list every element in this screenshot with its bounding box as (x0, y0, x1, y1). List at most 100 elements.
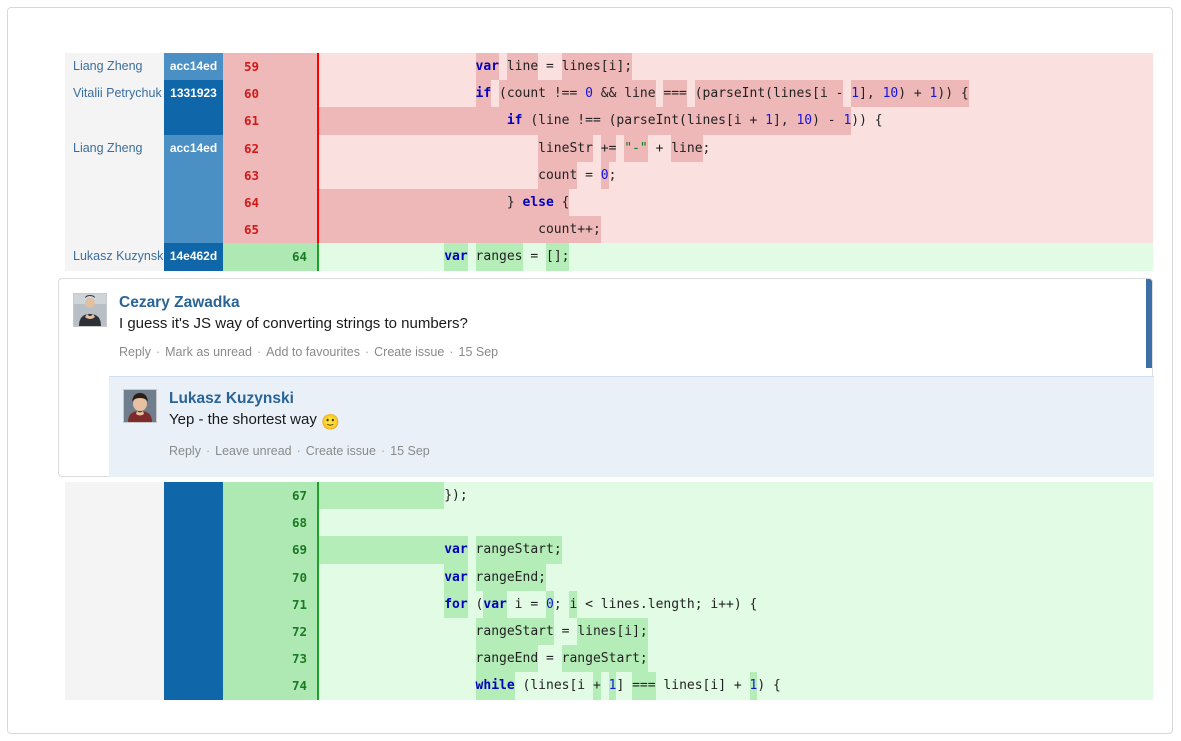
gutter-separator (317, 672, 319, 700)
code-token: rangeEnd; (475, 563, 546, 591)
add-to-favourites-link[interactable]: Add to favourites (266, 345, 360, 359)
code-line[interactable]: for (var i = 0; i < lines.length; i++) { (319, 590, 1153, 618)
code-line[interactable]: count = 0; (319, 161, 1153, 189)
blame-author[interactable]: Vitalii Petrychuk (65, 80, 164, 108)
blame-commit-hash[interactable]: 14e462d (164, 243, 223, 271)
blame-commit-hash[interactable]: acc14ed (164, 134, 223, 162)
comment-card: Cezary Zawadka I guess it's JS way of co… (58, 278, 1154, 477)
line-number[interactable]: 71 (223, 590, 319, 618)
reply-text-content: Yep - the shortest way (169, 411, 317, 428)
code-line[interactable]: rangeEnd = lines[i + 1]; (319, 699, 1153, 700)
diff-row[interactable]: 71 for (var i = 0; i < lines.length; i++… (65, 590, 1153, 618)
code-token: 1 (851, 80, 860, 108)
create-issue-link[interactable]: Create issue (305, 444, 376, 458)
code-token: === (632, 672, 656, 700)
diff-row[interactable]: 69 var rangeStart; (65, 536, 1153, 564)
line-number[interactable]: 63 (223, 161, 319, 189)
gutter-separator (317, 270, 319, 271)
smiley-emoji-icon: 🙂 (321, 414, 340, 431)
line-number[interactable]: 65 (223, 270, 319, 271)
blame-author (65, 645, 164, 673)
line-number[interactable]: 73 (223, 645, 319, 673)
code-token: }); (444, 488, 468, 503)
diff-row[interactable]: 64 } else { (65, 188, 1153, 217)
code-token (319, 678, 476, 693)
line-number[interactable]: 61 (223, 107, 319, 135)
diff-row[interactable]: 67 }); (65, 482, 1153, 510)
mark-as-unread-link[interactable]: Mark as unread (165, 345, 252, 359)
reply-link[interactable]: Reply (119, 345, 151, 359)
blame-author[interactable]: Lukasz Kuzynski (65, 243, 164, 271)
line-number[interactable]: 67 (223, 482, 319, 510)
diff-row[interactable]: 63 count = 0; (65, 161, 1153, 189)
code-token: count (538, 161, 578, 189)
gutter-separator (317, 563, 319, 591)
code-line[interactable]: }); (319, 482, 1153, 510)
line-number[interactable]: 69 (223, 536, 319, 564)
code-line[interactable]: rangeEnd = rangeStart; (319, 645, 1153, 673)
diff-row[interactable]: 75 rangeEnd = lines[i + 1]; (65, 699, 1153, 700)
reply-link[interactable]: Reply (169, 444, 201, 458)
code-line[interactable]: rangeStart = lines[i]; (319, 617, 1153, 646)
line-number[interactable]: 60 (223, 80, 319, 108)
line-number[interactable]: 68 (223, 509, 319, 537)
create-issue-link[interactable]: Create issue (374, 345, 445, 359)
diff-row[interactable]: 65 count++; (65, 216, 1153, 244)
reply-author[interactable]: Lukasz Kuzynski (169, 390, 294, 407)
diff-row[interactable]: 70 var rangeEnd; (65, 563, 1153, 591)
code-line[interactable]: count++; (319, 216, 1153, 244)
code-line[interactable]: var line = lines[i]; (319, 53, 1153, 81)
diff-row[interactable]: 73 rangeEnd = rangeStart; (65, 645, 1153, 673)
code-line[interactable]: lineStr += "-" + line; (319, 134, 1153, 162)
diff-row[interactable]: 65 lines = lines.map(function (line) { (65, 270, 1153, 271)
code-line[interactable]: while (lines[i + 1] === lines[i] + 1) { (319, 672, 1153, 700)
code-token: 10 (796, 107, 813, 135)
line-number[interactable]: 75 (223, 699, 319, 700)
code-token (468, 570, 476, 585)
line-number[interactable]: 65 (223, 216, 319, 244)
line-number[interactable]: 59 (223, 53, 319, 81)
blame-author[interactable]: Liang Zheng (65, 53, 164, 81)
code-line[interactable]: if (line !== (parseInt(lines[i + 1], 10)… (319, 107, 1153, 135)
diff-row[interactable]: 68 (65, 509, 1153, 537)
code-line[interactable]: lines = lines.map(function (line) { (319, 270, 1153, 271)
line-number[interactable]: 64 (223, 188, 319, 217)
comment-text: I guess it's JS way of converting string… (119, 315, 468, 332)
code-token: ]; (679, 699, 695, 700)
code-line[interactable]: } else { (319, 188, 1153, 217)
gutter-separator (317, 161, 319, 189)
gutter-separator (317, 134, 319, 162)
code-line[interactable]: if (count !== 0 && line === (parseInt(li… (319, 80, 1153, 108)
code-token: ] (616, 678, 633, 694)
line-number[interactable]: 70 (223, 563, 319, 591)
leave-unread-link[interactable]: Leave unread (215, 444, 292, 458)
code-line[interactable] (319, 509, 1153, 537)
line-number[interactable]: 62 (223, 134, 319, 162)
comment-author[interactable]: Cezary Zawadka (119, 294, 240, 311)
line-number[interactable]: 64 (223, 243, 319, 271)
code-token: ; (608, 167, 617, 183)
diff-row[interactable]: 72 rangeStart = lines[i]; (65, 617, 1153, 646)
code-line[interactable]: var rangeStart; (319, 536, 1153, 564)
code-token: i (569, 590, 578, 618)
blame-author[interactable]: Liang Zheng (65, 134, 164, 162)
code-token: 0 (546, 590, 554, 618)
diff-row[interactable]: 74 while (lines[i + 1] === lines[i] + 1)… (65, 672, 1153, 700)
blame-commit-hash[interactable]: acc14ed (164, 53, 223, 81)
code-token: for (444, 590, 468, 618)
line-number[interactable]: 72 (223, 617, 319, 646)
code-token: && (592, 80, 625, 108)
blame-commit-hash (164, 107, 223, 135)
code-token: rangeEnd (475, 645, 539, 673)
blame-author (65, 563, 164, 591)
code-line[interactable]: var ranges = []; (319, 243, 1153, 271)
comment-root: Cezary Zawadka I guess it's JS way of co… (59, 279, 1152, 373)
diff-row[interactable]: 61 if (line !== (parseInt(lines[i + 1], … (65, 107, 1153, 135)
code-line[interactable]: var rangeEnd; (319, 563, 1153, 591)
blame-commit-hash[interactable]: 1331923 (164, 80, 223, 108)
line-number[interactable]: 74 (223, 672, 319, 700)
